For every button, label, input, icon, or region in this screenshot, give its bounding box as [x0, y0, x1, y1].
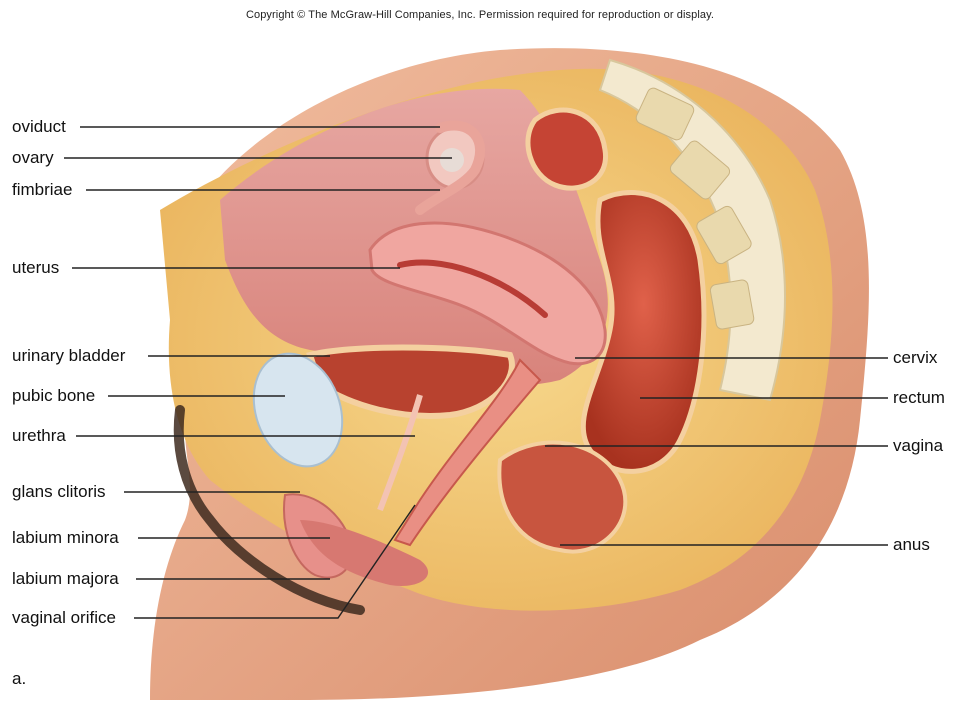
vagina-shape	[393, 358, 542, 547]
uterus-shape	[368, 221, 607, 366]
label-ovary: ovary	[12, 148, 54, 167]
oviduct-shape	[415, 120, 485, 215]
label-labium-minora: labium minora	[12, 528, 119, 547]
label-fimbriae: fimbriae	[12, 180, 73, 199]
label-rectum: rectum	[893, 388, 945, 407]
label-labium-majora: labium majora	[12, 569, 119, 588]
anal-canal	[497, 440, 628, 554]
label-urinary-bladder: urinary bladder	[12, 346, 126, 365]
label-cervix: cervix	[893, 348, 938, 367]
pubic-hair	[173, 405, 365, 615]
copyright-notice: Copyright © The McGraw-Hill Companies, I…	[245, 9, 715, 21]
leader-lines	[64, 126, 888, 619]
label-vagina: vagina	[893, 436, 944, 455]
label-oviduct: oviduct	[12, 117, 66, 136]
label-urethra: urethra	[12, 426, 66, 445]
label-pubic-bone: pubic bone	[12, 386, 96, 405]
label-glans-clitoris: glans clitoris	[12, 482, 106, 501]
panel-label: a.	[12, 669, 27, 688]
rectum-shape	[580, 190, 707, 474]
label-uterus: uterus	[12, 258, 60, 277]
urethra-shape	[377, 394, 423, 512]
label-vaginal-orifice: vaginal orifice	[12, 608, 116, 627]
label-anus: anus	[893, 535, 930, 554]
